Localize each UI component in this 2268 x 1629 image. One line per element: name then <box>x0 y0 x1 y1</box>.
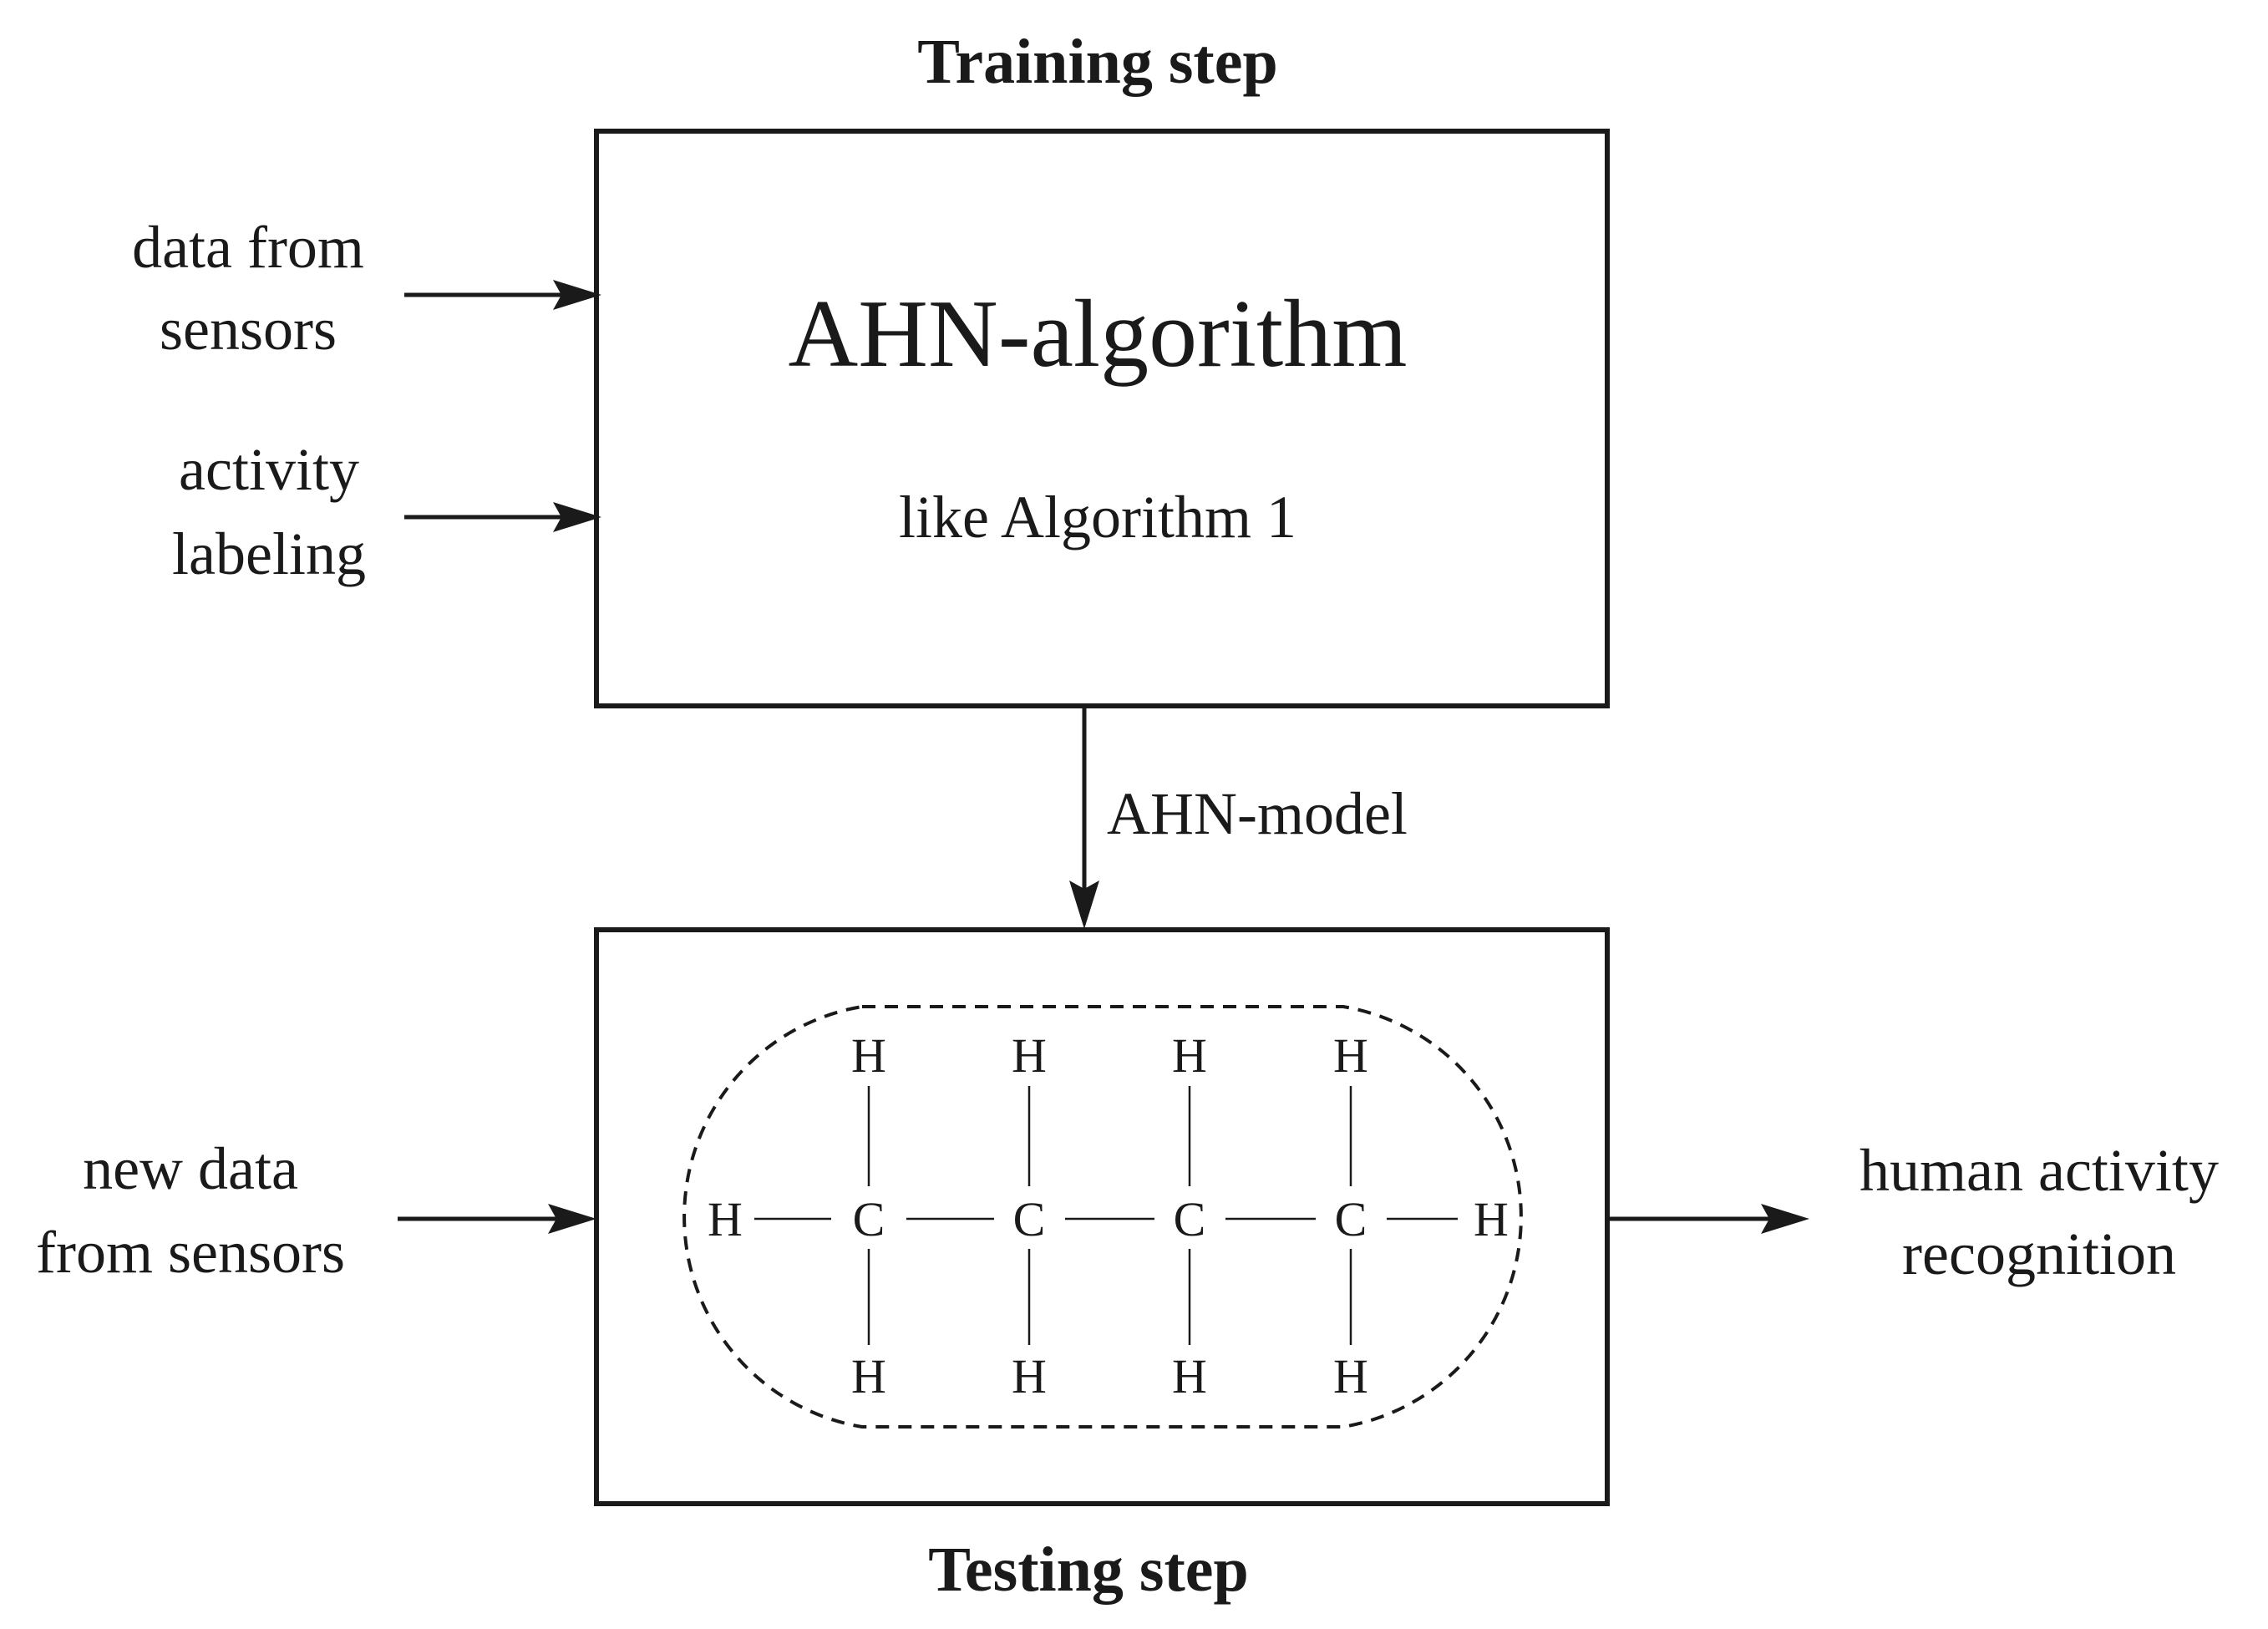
output: human activity recognition <box>1607 1137 2219 1287</box>
atom-h-top-4: H <box>1333 1028 1368 1083</box>
atom-h-top-1: H <box>851 1028 886 1083</box>
activity-labeling-label-line1: activity <box>179 436 359 503</box>
data-from-sensors-arrowhead <box>553 280 601 310</box>
training-step-title: Training step <box>917 27 1277 97</box>
atom-h-right: H <box>1474 1192 1509 1246</box>
atom-h-bottom-1: H <box>851 1349 886 1403</box>
atom-c-4: C <box>1335 1192 1367 1246</box>
testing-box <box>594 927 1610 1506</box>
data-from-sensors-label-line2: sensors <box>160 296 337 363</box>
new-data-input: new data from sensors <box>36 1135 596 1286</box>
ahn-model-label: AHN-model <box>1107 780 1408 847</box>
output-arrowhead <box>1761 1204 1809 1234</box>
atom-h-top-2: H <box>1012 1028 1047 1083</box>
training-box <box>594 129 1610 708</box>
data-from-sensors-input: data from sensors <box>132 214 601 363</box>
data-from-sensors-label-line1: data from <box>132 214 364 281</box>
ahn-model-arrowhead <box>1069 880 1099 929</box>
atom-c-2: C <box>1013 1192 1046 1246</box>
atom-h-left: H <box>708 1192 743 1246</box>
atom-h-bottom-4: H <box>1333 1349 1368 1403</box>
new-data-label-line2: from sensors <box>36 1219 345 1286</box>
output-label-line1: human activity <box>1860 1137 2219 1204</box>
activity-labeling-input: activity labeling <box>172 436 601 587</box>
molecule-bonds <box>754 1086 1458 1345</box>
molecule-atoms: H H H H H C C C C H H H H H <box>708 1028 1509 1403</box>
atom-h-bottom-3: H <box>1172 1349 1207 1403</box>
atom-c-1: C <box>853 1192 885 1246</box>
atom-h-bottom-2: H <box>1012 1349 1047 1403</box>
activity-labeling-label-line2: labeling <box>172 520 366 587</box>
output-label-line2: recognition <box>1902 1220 2176 1287</box>
atom-h-top-3: H <box>1172 1028 1207 1083</box>
new-data-arrowhead <box>548 1204 596 1234</box>
activity-labeling-arrowhead <box>553 502 601 532</box>
testing-step-title: Testing step <box>928 1535 1249 1605</box>
algorithm-reference-label: like Algorithm 1 <box>899 484 1296 551</box>
model-enclosure-dashed <box>682 1005 1523 1429</box>
atom-c-3: C <box>1174 1192 1206 1246</box>
ahn-algorithm-label: AHN-algorithm <box>789 281 1408 388</box>
ahn-model-arrow: AHN-model <box>1069 706 1408 929</box>
new-data-label-line1: new data <box>83 1135 298 1202</box>
